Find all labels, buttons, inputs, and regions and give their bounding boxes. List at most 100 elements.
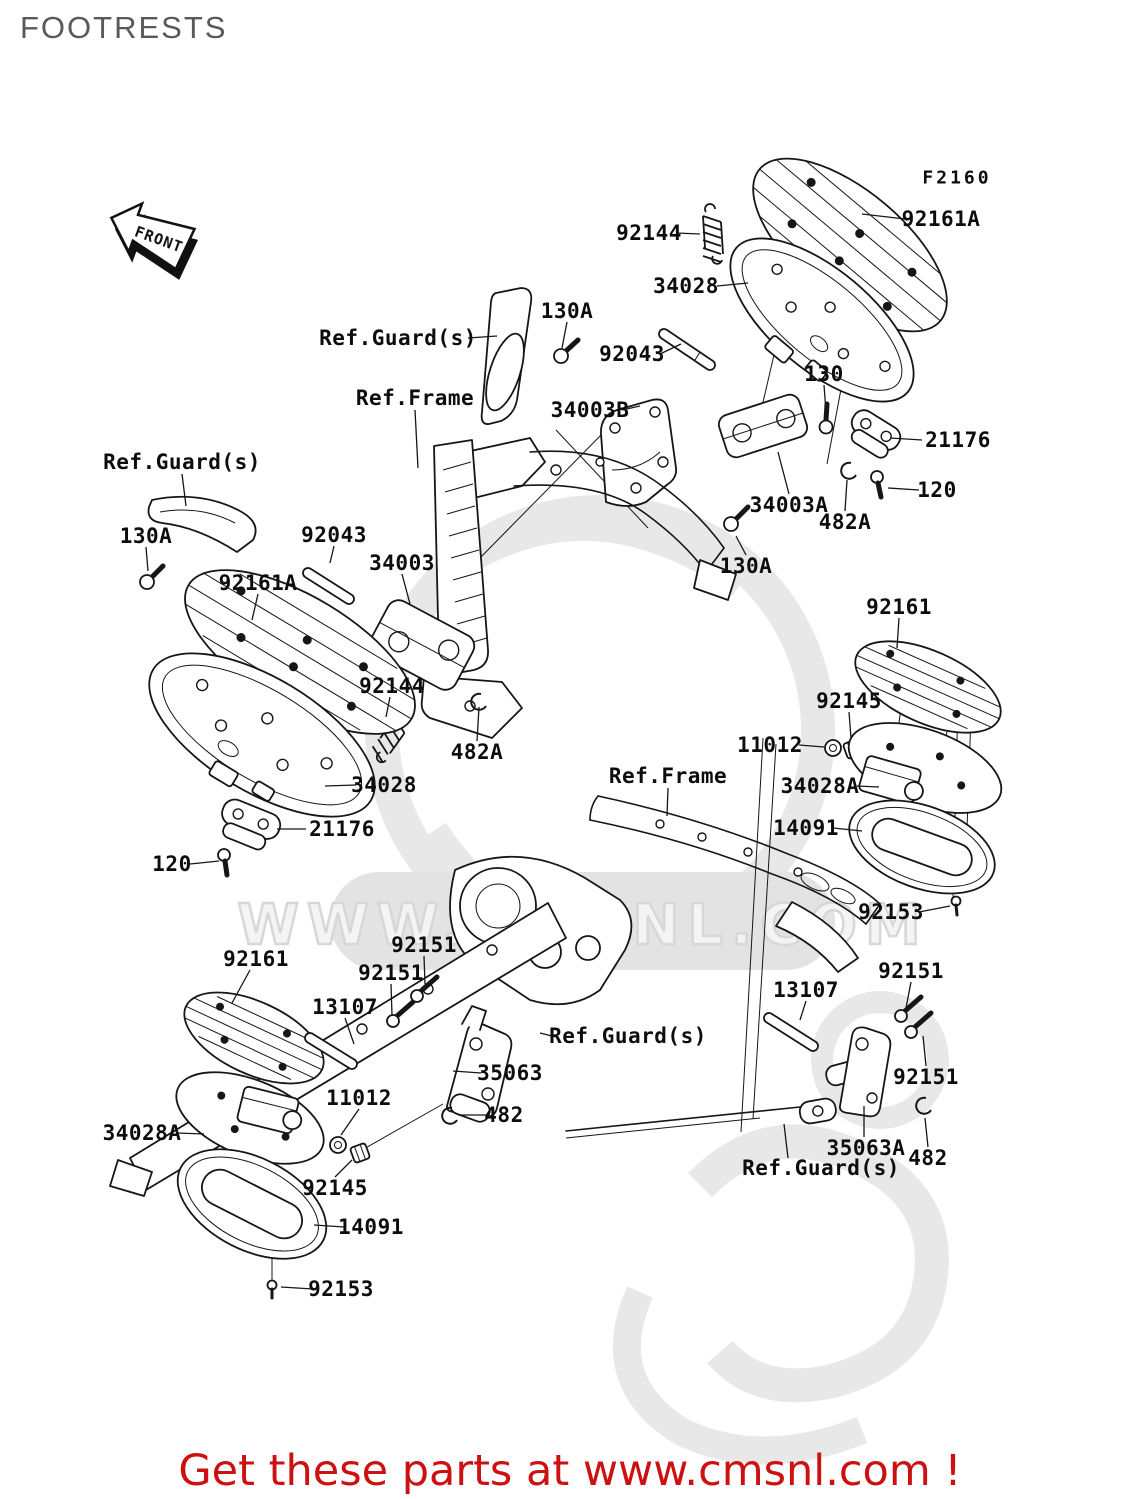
leader-line-13107-left	[344, 1017, 355, 1045]
leader-line-ref-frame-center	[666, 787, 669, 817]
part-label-34028-top: 34028	[653, 274, 719, 298]
part-label-11012-right: 11012	[737, 733, 803, 757]
frame-downtube-left	[420, 439, 523, 739]
guard-rod-end-bottom-right	[798, 1097, 837, 1125]
footrest-bracket-arm-right	[858, 755, 924, 805]
damper-92145-bl	[349, 1142, 371, 1164]
leader-line-92144-left	[385, 696, 391, 718]
part-label-13107-left: 13107	[312, 995, 378, 1019]
leader-line-92043-top	[659, 343, 682, 355]
part-label-92145-bl: 92145	[302, 1176, 368, 1200]
bracket-34003a	[717, 393, 809, 459]
bolt-130-top	[818, 401, 834, 435]
hinge-21176-top	[850, 409, 902, 459]
part-label-34028a-right: 34028A	[780, 774, 860, 798]
leader-line-34028a-right	[856, 785, 880, 788]
page-title: FOOTRESTS	[20, 10, 228, 45]
leader-line-92151-bl-1	[423, 955, 426, 985]
leader-line-92151-br-1	[905, 981, 912, 1009]
leader-line-13107-right	[799, 1000, 807, 1021]
circlip-482a-left	[470, 692, 487, 711]
washer-482-right	[915, 1096, 932, 1115]
leader-line-130a-top	[561, 321, 568, 349]
leader-line-11012-bl	[340, 1108, 360, 1136]
part-label-130-top: 130	[804, 362, 844, 386]
part-label-ref-guard-bottom-center: Ref.Guard(s)	[549, 1024, 707, 1048]
part-label-92144-top: 92144	[616, 221, 682, 245]
footboard-base-plate-34028-left	[148, 652, 376, 818]
leader-line-34028a-bl	[176, 1132, 205, 1135]
damper-ring-14091-bl	[176, 1148, 328, 1260]
leader-line-92145-right	[848, 711, 852, 739]
footboard-base-plate-34028-top	[729, 237, 915, 403]
part-label-34003a: 34003A	[749, 493, 829, 517]
leader-line-92144-top	[675, 232, 701, 235]
front-direction-arrow: FRONT	[109, 201, 199, 280]
hinge-21176-left	[221, 798, 282, 851]
footer-banner-link[interactable]: Get these parts at www.cmsnl.com !	[178, 1446, 962, 1496]
circlip-482a-top	[840, 461, 857, 480]
part-label-34003b: 34003B	[550, 398, 630, 422]
leader-line-482a-top	[844, 479, 848, 512]
part-label-13107-right: 13107	[773, 978, 839, 1002]
part-label-482a-left: 482A	[450, 740, 504, 764]
leader-line-120-left	[189, 860, 220, 865]
part-label-130a-top: 130A	[540, 299, 594, 323]
return-spring-92144-top	[702, 203, 724, 265]
label-leader-lines	[145, 213, 951, 1290]
footrest-rubber-pad-92161-right	[854, 640, 1002, 734]
leader-line-482a-left	[476, 706, 480, 742]
bolt-130a-mid	[723, 504, 751, 532]
bolt-120-top	[870, 470, 884, 500]
leader-line-92043-left	[329, 545, 335, 564]
leader-line-92161a-left	[251, 593, 259, 621]
part-label-92153-bl: 92153	[308, 1277, 374, 1301]
part-label-figure-code: F2160	[922, 167, 992, 189]
leader-line-92161-right	[896, 617, 900, 649]
leader-line-130-top	[823, 384, 827, 413]
leader-line-ref-frame-top	[414, 409, 419, 469]
part-label-120-top: 120	[917, 478, 957, 502]
leader-line-ref-guard-bottom-center	[539, 1032, 553, 1037]
leader-line-92153-right	[918, 905, 951, 913]
leader-line-ref-guard-left	[181, 473, 187, 507]
part-label-92043-left: 92043	[301, 523, 367, 547]
leader-line-34028-left	[324, 784, 357, 787]
leader-line-34028-top	[716, 282, 749, 287]
part-label-92161-bl: 92161	[223, 947, 289, 971]
part-label-ref-frame-center: Ref.Frame	[608, 764, 728, 788]
leader-line-482-right	[924, 1117, 929, 1148]
part-label-ref-guard-top: Ref.Guard(s)	[319, 326, 477, 350]
leader-line-14091-bl	[313, 1224, 345, 1228]
cap-11012-right	[824, 739, 842, 757]
part-label-92153-right: 92153	[858, 900, 924, 924]
part-label-ref-guard-left: Ref.Guard(s)	[103, 450, 261, 474]
pivot-bracket-35063a	[825, 1026, 892, 1118]
part-label-92151-bl-1: 92151	[391, 933, 457, 957]
screw-92153-right	[950, 895, 962, 917]
part-label-92161-right: 92161	[866, 595, 932, 619]
leader-line-92151-br-2	[922, 1035, 927, 1067]
leader-line-21176-top	[889, 437, 923, 441]
part-label-130a-mid: 130A	[719, 554, 773, 578]
leader-line-92161-bl	[231, 969, 251, 1004]
part-label-482a-top: 482A	[818, 510, 872, 534]
leader-line-14091-right	[832, 827, 863, 832]
leader-line-ref-guard-top	[467, 335, 498, 339]
bolt-130a-top	[553, 337, 581, 364]
footboard-rubber-pad-92161a-top	[752, 157, 948, 333]
pivot-pin-92043-top	[658, 328, 716, 371]
part-label-92043-top: 92043	[599, 342, 665, 366]
footrest-bracket-arm-bl	[236, 1085, 303, 1135]
part-label-92151-br-2: 92151	[893, 1065, 959, 1089]
part-label-35063a: 35063A	[826, 1136, 906, 1160]
bolt-130a-left	[139, 563, 166, 590]
part-label-120-left: 120	[152, 852, 192, 876]
part-label-92161a-left: 92161A	[218, 571, 298, 595]
part-label-34003-left: 34003	[369, 551, 435, 575]
leader-line-120-top	[887, 487, 920, 491]
pivot-pin-13107-left	[304, 1032, 358, 1070]
cap-11012-bl	[329, 1136, 347, 1154]
